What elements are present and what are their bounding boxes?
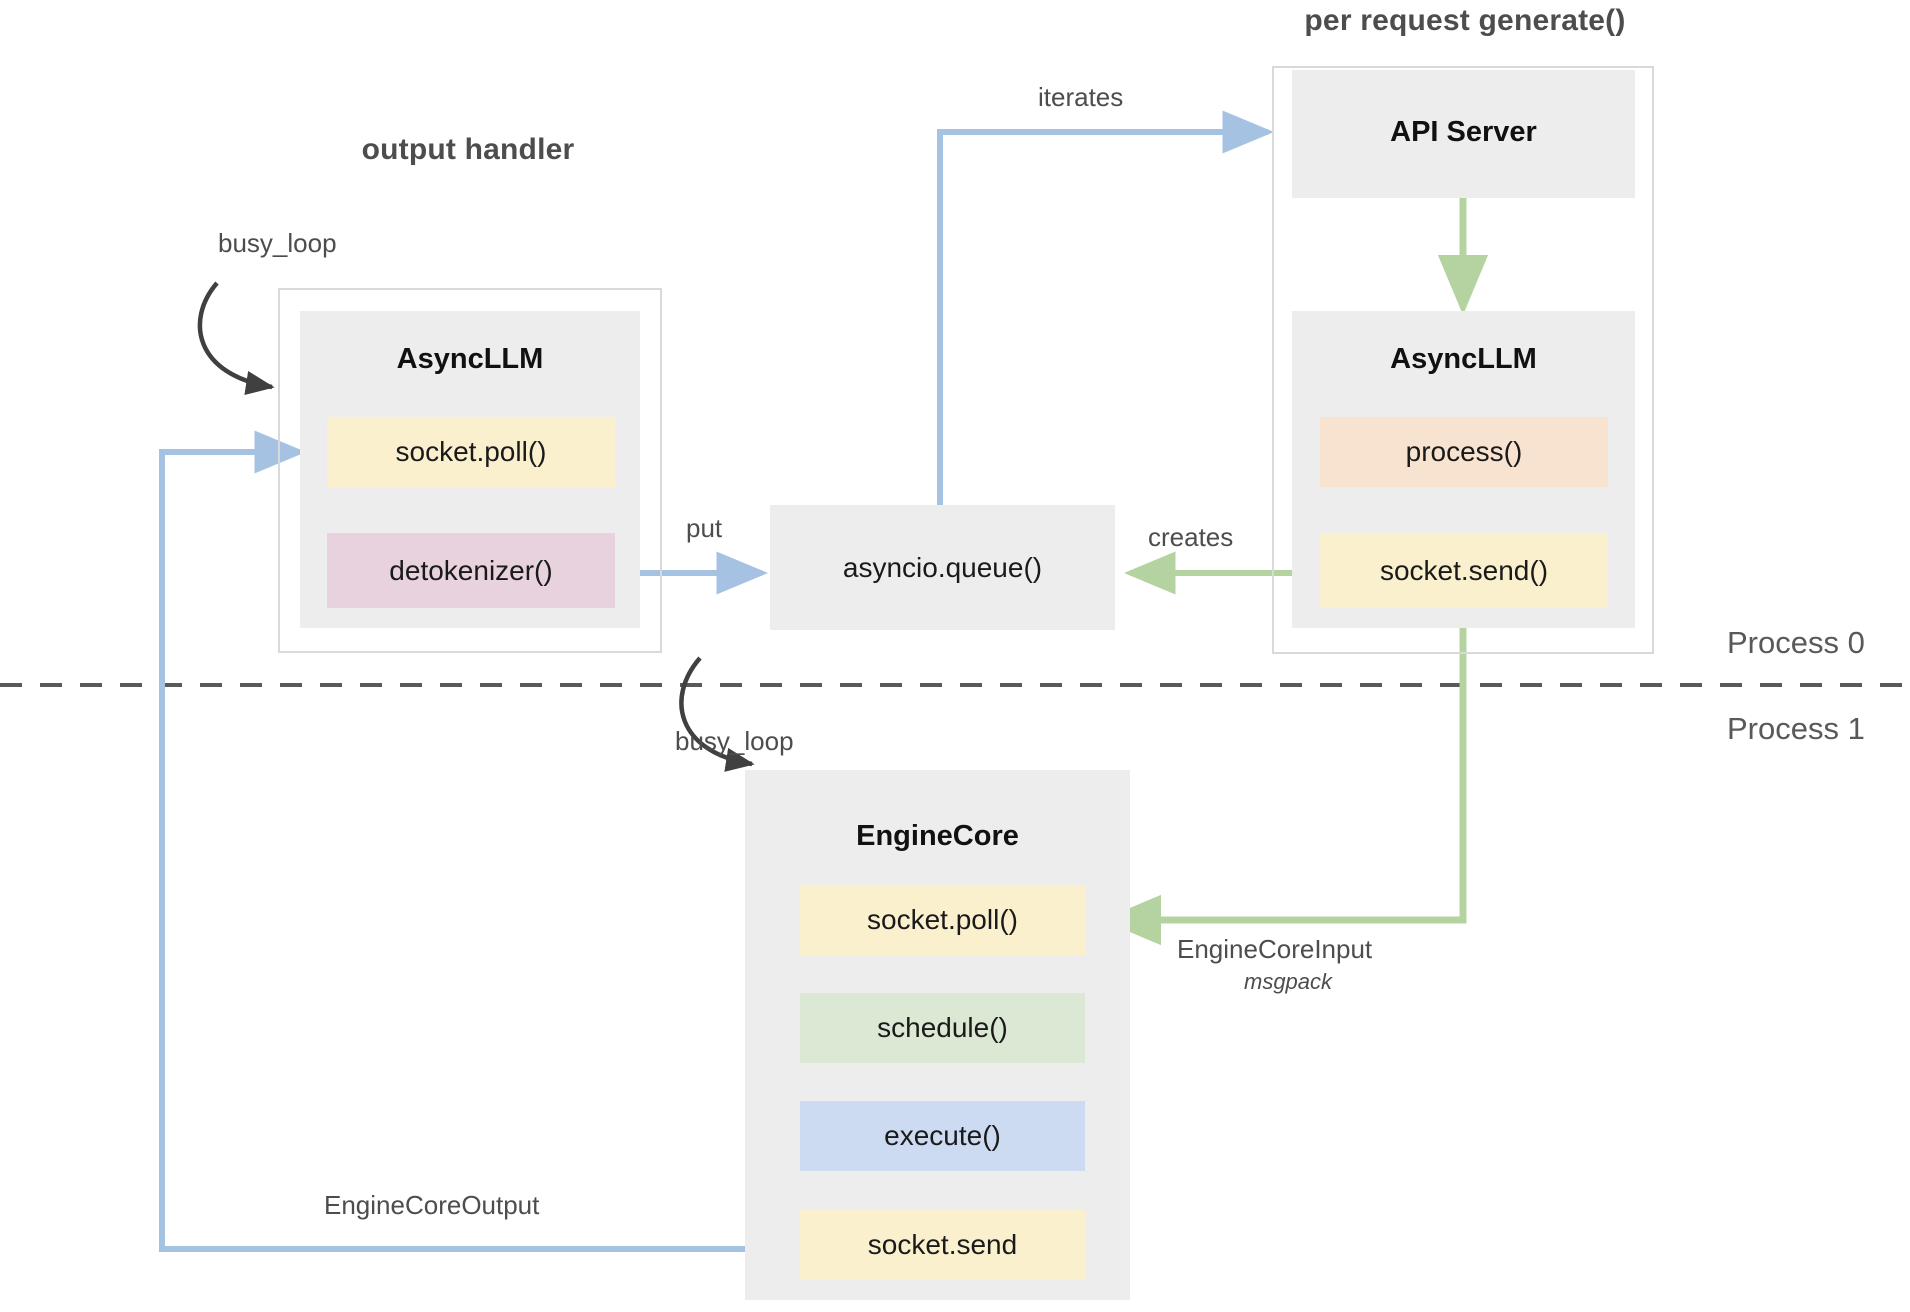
iterates-arrow xyxy=(937,110,1275,508)
async-llm-right-title: AsyncLLM xyxy=(1390,343,1537,375)
busy-loop-label-left: busy_loop xyxy=(218,228,337,258)
api-server-title: API Server xyxy=(1390,116,1537,148)
per-request-container xyxy=(1272,66,1654,654)
output-handler-container xyxy=(278,288,662,653)
engine-core-input-sublabel: msgpack xyxy=(1244,969,1333,994)
busy-loop-label-engine: busy_loop xyxy=(675,726,794,756)
engine-core-title: EngineCore xyxy=(856,820,1019,852)
chip-socket-send-engine[interactable]: socket.send xyxy=(800,1210,1085,1280)
chip-socket-send-right[interactable]: socket.send() xyxy=(1320,533,1608,608)
put-label: put xyxy=(686,513,723,543)
engine-core-output-label: EngineCoreOutput xyxy=(324,1190,540,1220)
asyncio-queue-node[interactable]: asyncio.queue() xyxy=(770,505,1115,630)
chip-detokenizer[interactable]: detokenizer() xyxy=(327,533,615,608)
chip-process[interactable]: process() xyxy=(1320,417,1608,487)
group-title-per-request: per request generate() xyxy=(1304,4,1626,37)
process-1-label: Process 1 xyxy=(1727,711,1865,746)
creates-label: creates xyxy=(1148,522,1234,552)
busy-loop-arrow-left xyxy=(197,281,275,395)
api-server-box[interactable]: API Server xyxy=(1292,70,1635,198)
chip-socket-poll-left[interactable]: socket.poll() xyxy=(327,417,615,487)
process-0-label: Process 0 xyxy=(1727,625,1865,660)
iterates-label: iterates xyxy=(1038,82,1124,112)
async-llm-left-title: AsyncLLM xyxy=(396,343,544,375)
chip-execute[interactable]: execute() xyxy=(800,1101,1085,1171)
engine-core-input-label: EngineCoreInput xyxy=(1177,934,1373,964)
chip-socket-poll-engine[interactable]: socket.poll() xyxy=(800,885,1085,955)
chip-schedule[interactable]: schedule() xyxy=(800,993,1085,1063)
group-title-output-handler: output handler xyxy=(361,133,575,166)
